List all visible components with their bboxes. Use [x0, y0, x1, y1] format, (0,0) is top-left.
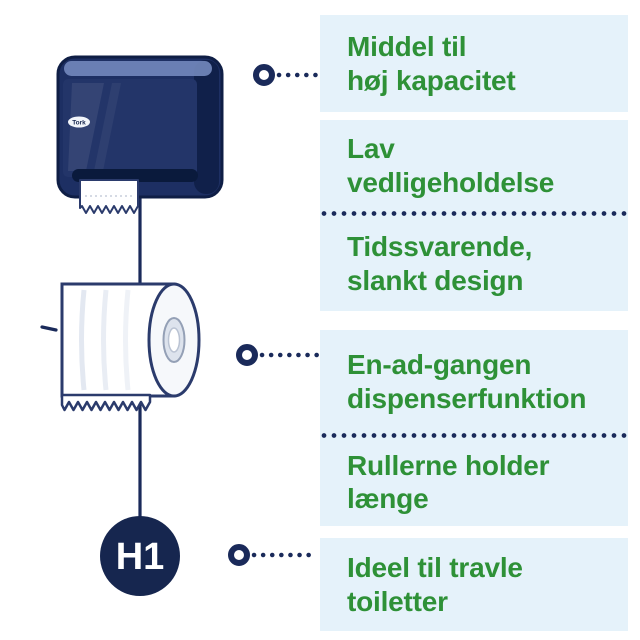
hanging-sheet	[60, 393, 152, 412]
roll-core-hole	[167, 327, 181, 353]
benefit-line: vedligeholdelse	[347, 166, 555, 198]
bullet-ring-icon	[253, 64, 275, 86]
benefit-text: Middel til høj kapacitet	[347, 30, 628, 96]
callout-top	[253, 64, 320, 86]
dispenser-front	[63, 79, 197, 177]
benefit-text: Rullerne holder længe	[347, 449, 628, 515]
bullet-ring-icon	[236, 344, 258, 366]
h1-badge: H1	[100, 516, 180, 596]
benefit-line: Rullerne holder	[347, 449, 550, 481]
paper-roll-icon	[40, 282, 201, 412]
benefit-line: Tidssvarende,	[347, 231, 533, 263]
benefit-text: Lav vedligeholdelse	[347, 132, 628, 198]
benefit-section: Ideel til travle toiletter	[320, 538, 628, 631]
benefit-panel-busy-toilets: Ideel til travle toiletter	[320, 538, 628, 631]
h1-badge-label: H1	[116, 536, 165, 578]
dispenser-side-shade	[194, 60, 219, 194]
bullet-ring-icon	[228, 544, 250, 566]
benefit-line: Lav	[347, 133, 395, 165]
roll-shading	[101, 289, 109, 391]
benefit-section: Lav vedligeholdelse	[320, 120, 628, 211]
callout-middle	[236, 344, 320, 366]
dotted-divider	[320, 433, 628, 438]
benefit-text: Ideel til travle toiletter	[347, 551, 628, 617]
benefit-section: En-ad-gangen dispenserfunktion	[320, 330, 628, 433]
dispensed-towel	[79, 179, 139, 214]
benefit-panel-dispensing-rolls: En-ad-gangen dispenserfunktion Rullerne …	[320, 330, 628, 526]
dotted-divider	[320, 211, 628, 216]
benefit-section: Middel til høj kapacitet	[320, 15, 628, 112]
benefit-text: En-ad-gangen dispenserfunktion	[347, 348, 628, 414]
dispenser-top-rim	[64, 61, 212, 76]
benefit-panel-capacity: Middel til høj kapacitet	[320, 15, 628, 112]
benefit-line: Middel til	[347, 31, 467, 63]
tork-logo-oval	[68, 116, 90, 128]
benefit-line: toiletter	[347, 585, 448, 617]
benefit-line: dispenserfunktion	[347, 382, 587, 414]
gloss-highlight	[68, 83, 104, 171]
roll-shading	[123, 289, 131, 391]
mount-tab	[40, 325, 58, 332]
benefits-column: Middel til høj kapacitet Lav vedligehold…	[320, 0, 628, 640]
dispenser-icon: Tork	[56, 55, 224, 214]
roll-shading	[79, 289, 87, 391]
benefit-section: Rullerne holder længe	[320, 438, 628, 526]
benefit-text: Tidssvarende, slankt design	[347, 230, 628, 296]
h1-badge-circle	[100, 516, 180, 596]
callout-bottom	[228, 544, 320, 566]
gloss-highlight	[94, 83, 121, 171]
tork-logo: Tork	[72, 120, 86, 127]
benefit-line: En-ad-gangen	[347, 349, 532, 381]
benefit-section: Tidssvarende, slankt design	[320, 216, 628, 311]
benefit-line: høj kapacitet	[347, 64, 516, 96]
benefit-panel-maintenance-design: Lav vedligeholdelse Tidssvarende, slankt…	[320, 120, 628, 311]
dispenser-slot	[72, 169, 198, 182]
benefit-line: slankt design	[347, 264, 524, 296]
product-illustration: Tork H1	[40, 55, 320, 596]
benefit-line: længe	[347, 483, 429, 514]
benefit-line: Ideel til travle	[347, 552, 523, 584]
